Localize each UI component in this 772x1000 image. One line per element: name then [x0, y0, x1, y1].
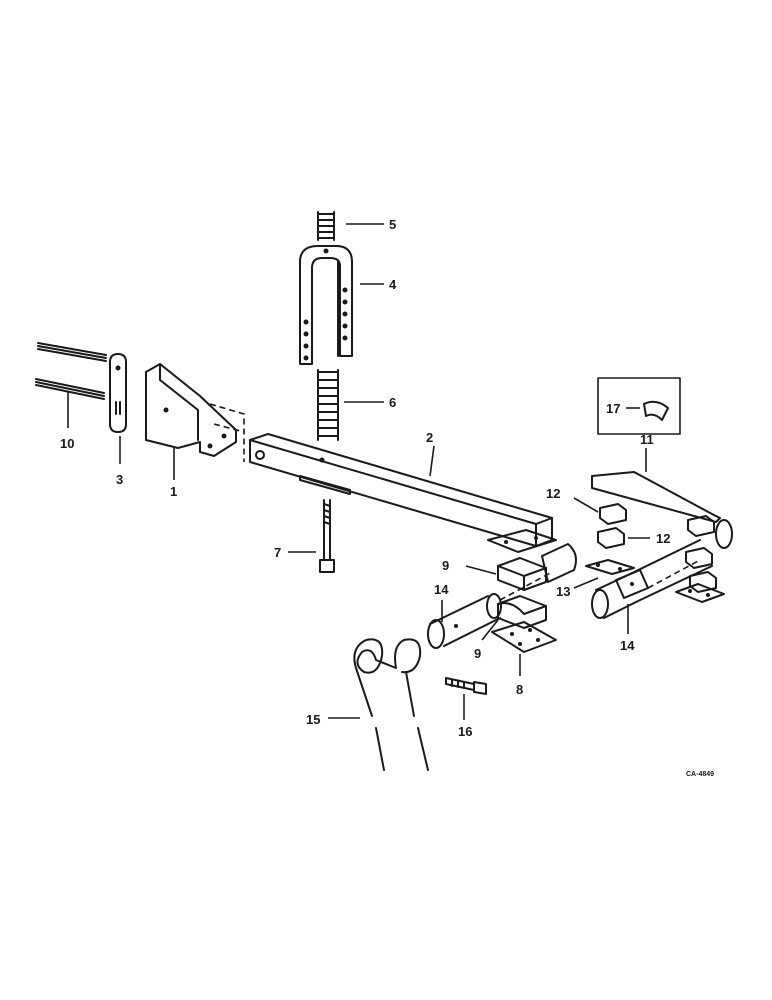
reference-code: CA-4849: [686, 771, 714, 778]
leader-12a: [573, 497, 599, 513]
part-7-bolt: [319, 499, 335, 573]
part-14-right-pipe: [591, 519, 733, 619]
part-14-left-pipe: [427, 543, 577, 649]
part-10-threaded-rods: [35, 342, 107, 400]
leader-13: [573, 577, 599, 589]
part-15-spring-tine: [353, 638, 429, 771]
callout-14b: 14: [620, 638, 635, 653]
leader-9a: [465, 565, 497, 575]
part-1-mounting-bracket: [145, 363, 245, 462]
callout-1: 1: [170, 484, 177, 499]
part-8-plate: [491, 621, 557, 653]
callout-6: 6: [389, 395, 396, 410]
callout-4: 4: [389, 277, 397, 292]
part-16-bolt: [445, 677, 487, 695]
part-17-inset: [597, 377, 681, 435]
callout-9a: 9: [442, 558, 449, 573]
callout-2: 2: [426, 430, 433, 445]
callout-15: 15: [306, 712, 320, 727]
callout-17: 17: [606, 401, 620, 416]
part-4-u-bracket: [299, 245, 353, 365]
callout-14a: 14: [434, 582, 449, 597]
part-6-lower-spring: [317, 369, 339, 441]
callout-11: 11: [640, 432, 654, 447]
part-12-clamp-blocks: [597, 503, 717, 593]
callout-16: 16: [458, 724, 472, 739]
callout-12b: 12: [656, 531, 670, 546]
part-13-plate: [585, 559, 725, 603]
callout-10: 10: [60, 436, 74, 451]
callout-3: 3: [116, 472, 123, 487]
part-11-shield: [591, 471, 721, 523]
callout-7: 7: [274, 545, 281, 560]
callout-9b: 9: [474, 646, 481, 661]
leader-2: [429, 445, 435, 477]
callout-12a: 12: [546, 486, 560, 501]
callout-13: 13: [556, 584, 570, 599]
part-3-slotted-plate: [109, 353, 127, 433]
part-2-beam: [249, 433, 557, 553]
callout-8: 8: [516, 682, 523, 697]
callout-5: 5: [389, 217, 396, 232]
part-9-clamp-blocks: [497, 557, 547, 629]
part-5-upper-spring: [317, 211, 335, 241]
leader-9b: [481, 619, 499, 641]
